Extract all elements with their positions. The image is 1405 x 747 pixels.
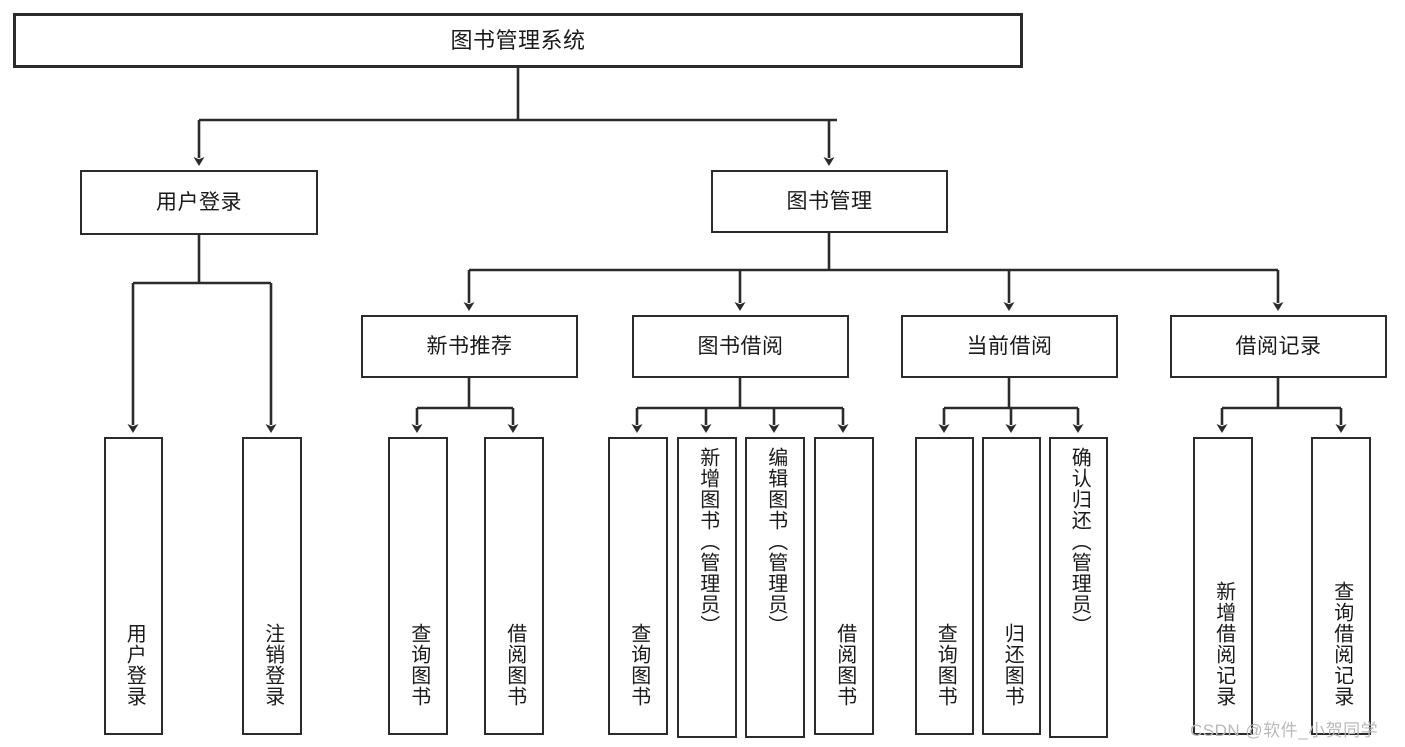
node-new-book-recommend[interactable]: 新书推荐 [361, 315, 578, 378]
node-user-login[interactable]: 用户登录 [80, 170, 318, 235]
leaf-add-book-admin[interactable]: 新增图书（管理员） [677, 437, 737, 738]
node-label: 新增借阅记录 [1212, 581, 1235, 707]
leaf-query-borrow-record[interactable]: 查询借阅记录 [1311, 437, 1371, 735]
node-current-borrow[interactable]: 当前借阅 [901, 315, 1118, 378]
node-label: 图书借阅 [697, 335, 784, 358]
node-label: 图书管理系统 [450, 27, 586, 53]
node-label: 新增图书（管理员） [696, 447, 719, 636]
node-book-borrow[interactable]: 图书借阅 [632, 315, 849, 378]
node-label: 图书管理 [786, 190, 873, 213]
node-label: 新书推荐 [426, 335, 513, 358]
node-label: 归还图书 [1001, 623, 1024, 707]
node-label: 查询图书 [934, 623, 957, 707]
leaf-query-book-recommend[interactable]: 查询图书 [388, 437, 448, 735]
node-borrow-record[interactable]: 借阅记录 [1170, 315, 1387, 378]
leaf-user-logout[interactable]: 注销登录 [242, 437, 302, 735]
leaf-query-book-borrow[interactable]: 查询图书 [608, 437, 668, 735]
csdn-watermark: CSDN @软件_小贺同学 [1190, 721, 1379, 740]
leaf-borrow-book-recommend[interactable]: 借阅图书 [484, 437, 544, 735]
node-label: 用户登录 [156, 191, 242, 214]
leaf-return-book[interactable]: 归还图书 [982, 437, 1041, 735]
node-label: 用户登录 [123, 623, 146, 707]
node-label: 当前借阅 [966, 335, 1053, 358]
node-label: 注销登录 [261, 623, 284, 707]
leaf-borrow-book[interactable]: 借阅图书 [814, 437, 874, 735]
leaf-confirm-return-admin[interactable]: 确认归还（管理员） [1049, 437, 1108, 738]
node-label: 查询借阅记录 [1330, 581, 1353, 707]
node-root-system[interactable]: 图书管理系统 [13, 13, 1023, 68]
node-label: 借阅记录 [1235, 335, 1322, 358]
leaf-edit-book-admin[interactable]: 编辑图书（管理员） [745, 437, 805, 738]
node-label: 确认归还（管理员） [1068, 447, 1091, 636]
node-label: 编辑图书（管理员） [764, 447, 787, 636]
node-label: 借阅图书 [503, 623, 526, 707]
leaf-query-book-current[interactable]: 查询图书 [915, 437, 974, 735]
leaf-user-login[interactable]: 用户登录 [104, 437, 163, 735]
node-label: 查询图书 [627, 623, 650, 707]
node-book-management[interactable]: 图书管理 [711, 170, 948, 233]
leaf-add-borrow-record[interactable]: 新增借阅记录 [1193, 437, 1253, 735]
node-label: 借阅图书 [833, 623, 856, 707]
node-label: 查询图书 [407, 623, 430, 707]
